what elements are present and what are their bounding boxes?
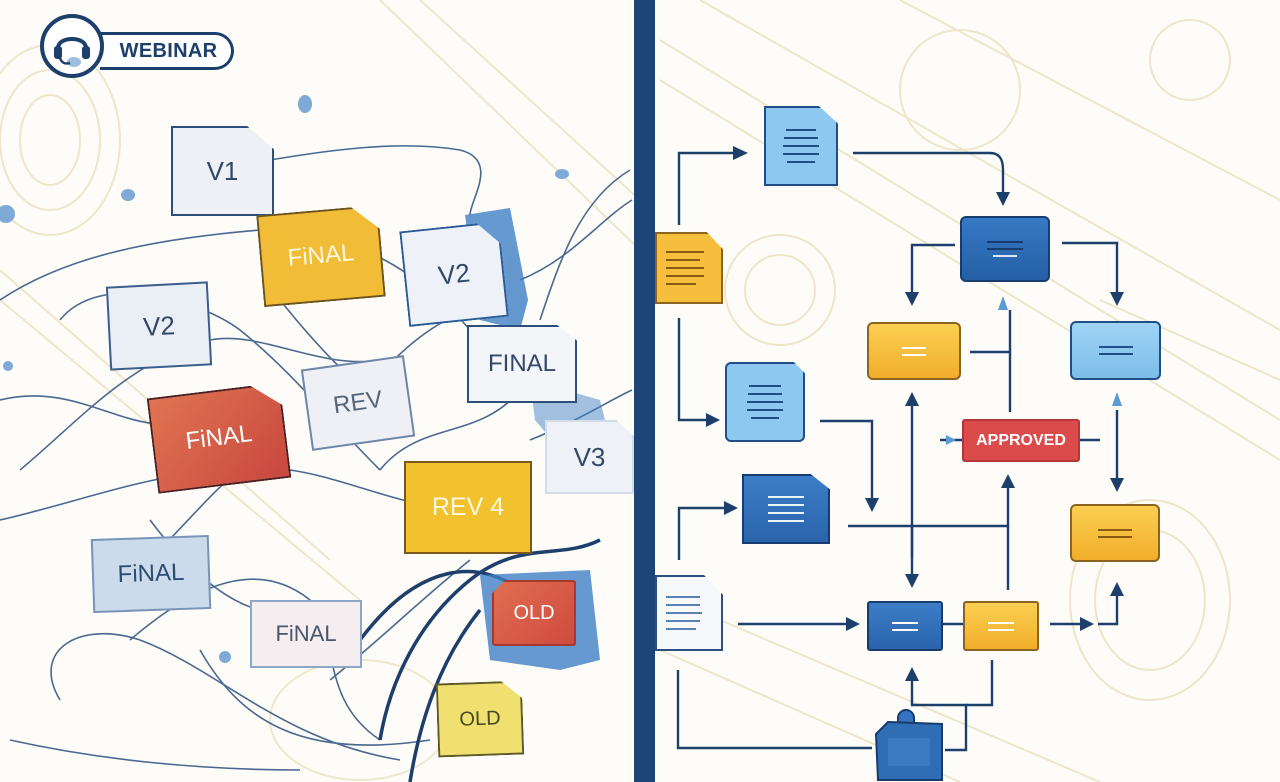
- flow-box-gold-left: [867, 322, 961, 380]
- approved-status-badge: APPROVED: [962, 419, 1080, 462]
- doc-v3: V3: [545, 420, 634, 494]
- flow-doc-navy: [742, 474, 830, 544]
- doc-v2-blue-folder: V2: [399, 221, 508, 327]
- flow-box-light-blue-right: [1070, 321, 1161, 380]
- flow-doc-gold: [655, 232, 723, 304]
- doc-label: FINAL: [487, 350, 556, 377]
- doc-old-yellow: OLD: [436, 681, 525, 758]
- doc-label: V2: [142, 309, 176, 342]
- flow-doc-light-blue: [764, 106, 838, 186]
- doc-label: FiNAL: [275, 621, 337, 646]
- doc-label: FiNAL: [286, 239, 356, 272]
- flow-doc-white: [655, 575, 723, 651]
- doc-final-gold: FiNAL: [256, 205, 386, 307]
- flow-box-navy-top: [960, 216, 1050, 282]
- doc-rev: REV: [300, 355, 416, 451]
- webinar-label: WEBINAR: [119, 39, 218, 62]
- doc-v1: V1: [171, 126, 274, 216]
- flow-box-gold-bottom: [963, 601, 1039, 651]
- headset-icon: [54, 37, 90, 67]
- doc-label: V1: [206, 155, 239, 186]
- webinar-badge: WEBINAR: [40, 14, 236, 88]
- doc-label: V2: [436, 256, 472, 291]
- doc-label: V3: [573, 441, 606, 472]
- flow-box-navy-bottom: [867, 601, 943, 651]
- doc-label: OLD: [459, 706, 501, 731]
- flow-box-gold-lower-right: [1070, 504, 1160, 562]
- thumbs-up-icon: [874, 709, 943, 781]
- doc-label: OLD: [513, 601, 555, 624]
- doc-old-red: OLD: [492, 580, 576, 646]
- doc-final-paper: FINAL: [467, 325, 577, 403]
- doc-label: FiNAL: [117, 558, 185, 589]
- approved-label: APPROVED: [976, 431, 1066, 449]
- doc-final-red: FiNAL: [147, 382, 292, 494]
- doc-v2: V2: [105, 281, 213, 371]
- doc-final-light-blue-folder: FiNAL: [90, 534, 212, 614]
- doc-final-pink-folder: FiNAL: [250, 600, 362, 668]
- doc-label: REV 4: [431, 493, 505, 521]
- center-divider: [634, 0, 655, 782]
- doc-label: FiNAL: [184, 420, 254, 455]
- flow-doc-light-blue-mid: [725, 362, 805, 442]
- badge-circle: [40, 14, 104, 78]
- webinar-pill: WEBINAR: [100, 32, 234, 70]
- doc-rev4-gold: REV 4: [404, 461, 532, 554]
- doc-label: REV: [331, 385, 385, 420]
